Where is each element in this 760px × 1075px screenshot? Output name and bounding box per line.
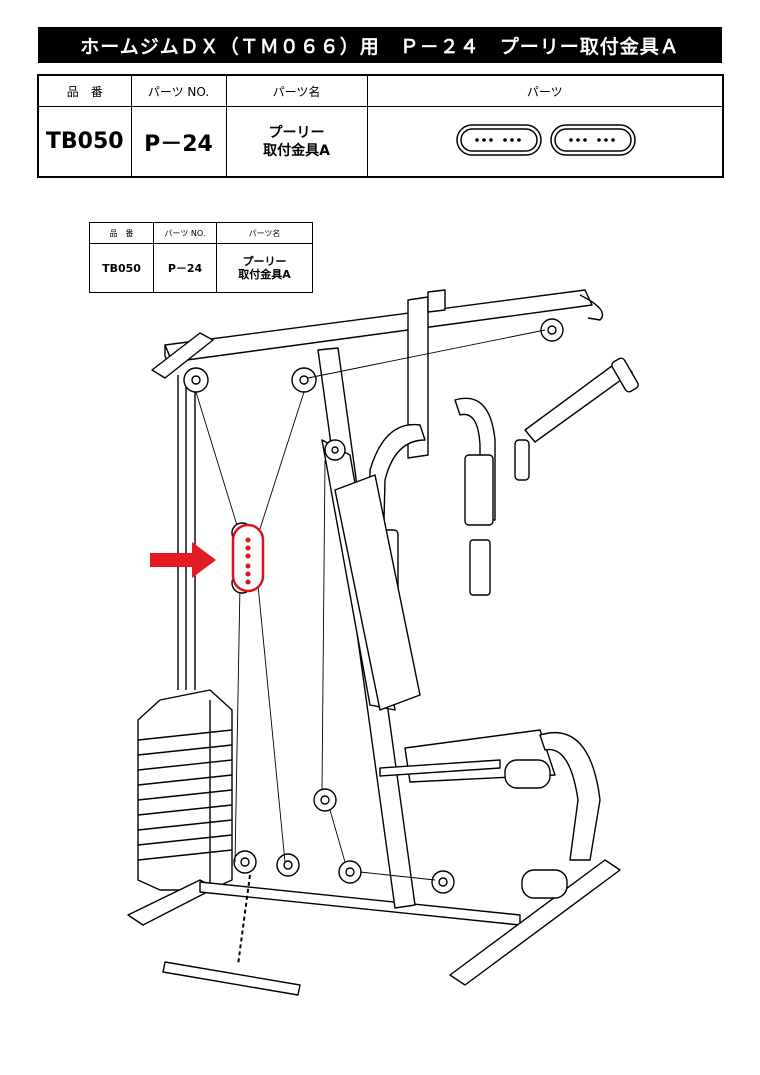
guide-rods — [177, 375, 196, 690]
callout-part-name-line2: 取付金具A — [238, 268, 291, 281]
table-row: TB050 P－24 プーリー 取付金具A — [37, 106, 724, 178]
page-title: ホームジムＤＸ（ＴＭ０６６）用 Ｐ－２４ プーリー取付金具Ａ — [38, 27, 722, 63]
parts-table: 品 番 パーツ NO. パーツ名 パーツ TB050 P－24 プーリー 取付金… — [37, 74, 724, 178]
highlighted-pulley-bracket — [231, 522, 265, 594]
cables — [195, 329, 546, 881]
callout-row: TB050 P－24 プーリー 取付金具A — [89, 243, 313, 293]
callout-table: 品 番 パーツ NO. パーツ名 TB050 P－24 プーリー 取付金具A — [89, 222, 313, 293]
base-frame — [127, 859, 621, 986]
top-beam — [164, 289, 593, 373]
upright-post — [407, 289, 446, 459]
pointer-arrow-icon — [150, 542, 216, 578]
table-header-row: 品 番 パーツ NO. パーツ名 パーツ — [37, 74, 724, 107]
lat-bar — [514, 357, 639, 481]
callout-part-name: プーリー 取付金具A — [216, 243, 313, 293]
pulleys — [183, 318, 564, 894]
top-hook — [579, 294, 604, 321]
top-left-cap — [151, 332, 214, 379]
callout-part-name-line1: プーリー — [242, 255, 287, 268]
back-pad — [334, 474, 421, 711]
header-item-no: 品 番 — [37, 74, 132, 107]
cell-part-name: プーリー 取付金具A — [225, 106, 368, 178]
bracket-plate-2 — [550, 123, 636, 156]
bracket-parts-image — [456, 123, 636, 156]
part-name-line2: 取付金具A — [263, 142, 330, 159]
bracket-plate-1 — [456, 123, 542, 156]
header-part-name: パーツ名 — [225, 74, 368, 107]
callout-item-no: TB050 — [89, 243, 154, 293]
cell-part-image — [366, 106, 724, 178]
callout-part-no: P－24 — [153, 243, 217, 293]
weight-stack — [137, 689, 233, 891]
part-name-line1: プーリー — [268, 124, 325, 141]
chain-handle — [162, 874, 301, 996]
leg-extension — [504, 731, 601, 899]
